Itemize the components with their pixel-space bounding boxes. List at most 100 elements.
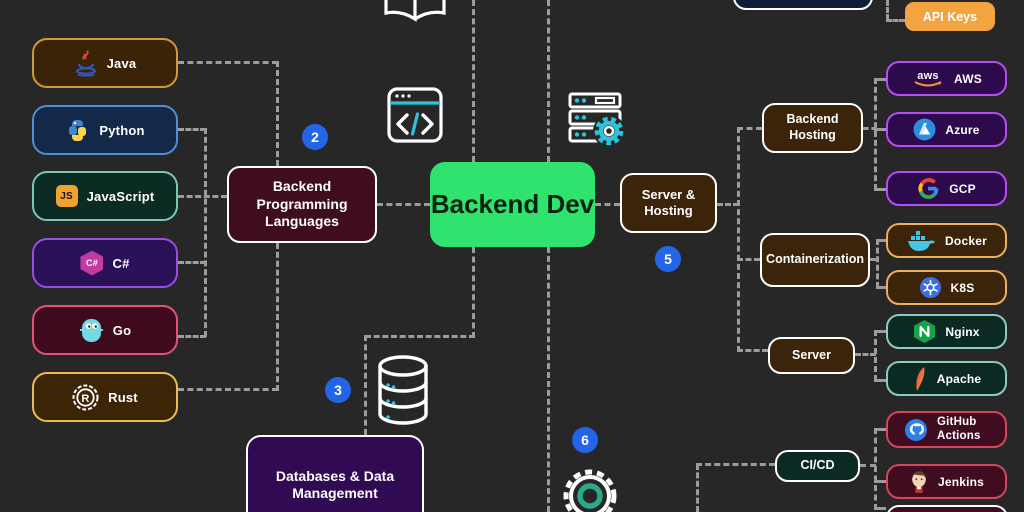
connector-line xyxy=(870,258,878,261)
step-marker-6: 6 xyxy=(572,427,598,453)
connector-line xyxy=(874,330,877,381)
code-editor-icon xyxy=(386,86,444,149)
connector-line xyxy=(276,243,279,391)
badge-gcp[interactable]: GCP xyxy=(886,171,1007,206)
connector-line xyxy=(860,464,876,467)
aws-icon: aws xyxy=(911,68,945,89)
connector-line xyxy=(874,78,877,190)
badge-label: GitHub Actions xyxy=(937,416,981,442)
badge-aws[interactable]: aws AWS xyxy=(886,61,1007,96)
gear-icon xyxy=(560,466,620,512)
node-partial-top[interactable] xyxy=(733,0,873,10)
badge-label: JavaScript xyxy=(86,188,155,204)
badge-label: AWS xyxy=(954,71,982,86)
node-server-and-hosting[interactable]: Server & Hosting xyxy=(620,173,717,233)
badge-apache[interactable]: Apache xyxy=(886,361,1007,396)
csharp-icon: C# xyxy=(80,250,104,276)
connector-line xyxy=(874,428,877,510)
connector-line xyxy=(874,480,886,483)
connector-line xyxy=(863,127,877,130)
connector-line xyxy=(178,195,227,198)
javascript-icon: JS xyxy=(55,185,78,207)
badge-label: Nginx xyxy=(945,324,980,339)
connector-line xyxy=(472,0,475,162)
server-rack-icon xyxy=(566,90,628,157)
node-backend-dev[interactable]: Backend Dev xyxy=(430,162,595,247)
node-backend-programming-languages[interactable]: Backend Programming Languages xyxy=(227,166,377,243)
connector-line xyxy=(876,239,879,288)
connector-line xyxy=(874,128,886,131)
connector-line xyxy=(737,127,762,130)
connector-line xyxy=(178,128,206,131)
connector-line xyxy=(737,127,740,352)
badge-partial-bottom[interactable] xyxy=(886,505,1008,512)
badge-github-actions[interactable]: GitHub Actions xyxy=(886,411,1007,448)
step-marker-2: 2 xyxy=(302,124,328,150)
connector-line xyxy=(178,335,206,338)
node-server[interactable]: Server xyxy=(768,337,855,374)
badge-label: GCP xyxy=(949,181,976,196)
step-marker-3: 3 xyxy=(325,377,351,403)
connector-line xyxy=(737,258,760,261)
connector-line xyxy=(876,286,886,289)
badge-label: Apache xyxy=(936,371,982,386)
connector-line xyxy=(737,349,768,352)
connector-line xyxy=(204,128,207,337)
badge-label: C# xyxy=(112,255,130,271)
badge-rust[interactable]: R Rust xyxy=(32,372,178,422)
badge-nginx[interactable]: Nginx xyxy=(886,314,1007,349)
connector-line xyxy=(874,330,886,333)
connector-line xyxy=(874,379,886,382)
connector-line xyxy=(178,61,278,64)
badge-label: Rust xyxy=(108,389,138,405)
badge-csharp[interactable]: C# C# xyxy=(32,238,178,288)
github-icon xyxy=(904,418,928,442)
connector-line xyxy=(547,0,550,162)
badge-azure[interactable]: Azure xyxy=(886,112,1007,147)
node-databases-and-data-management[interactable]: Databases & Data Management xyxy=(246,435,424,512)
gcp-icon xyxy=(917,177,940,200)
nginx-icon xyxy=(913,319,936,344)
badge-java[interactable]: Java xyxy=(32,38,178,88)
connector-line xyxy=(364,335,367,435)
badge-go[interactable]: Go xyxy=(32,305,178,355)
badge-k8s[interactable]: K8S xyxy=(886,270,1007,305)
book-icon xyxy=(382,0,448,32)
badge-label: Azure xyxy=(945,122,980,137)
connector-line xyxy=(874,507,886,510)
connector-line xyxy=(178,388,278,391)
connector-line xyxy=(178,261,206,264)
badge-api-keys[interactable]: API Keys xyxy=(905,2,995,31)
connector-line xyxy=(876,239,886,242)
badge-docker[interactable]: Docker xyxy=(886,223,1007,258)
docker-icon xyxy=(906,230,936,252)
connector-line xyxy=(886,0,889,20)
connector-line xyxy=(595,203,620,206)
connector-line xyxy=(696,463,775,466)
svg-text:R: R xyxy=(82,393,90,405)
connector-line xyxy=(276,61,279,166)
step-marker-5: 5 xyxy=(655,246,681,272)
badge-javascript[interactable]: JS JavaScript xyxy=(32,171,178,221)
connector-line xyxy=(377,203,430,206)
badge-python[interactable]: Python xyxy=(32,105,178,155)
rust-icon: R xyxy=(72,384,99,411)
badge-label: Docker xyxy=(945,233,987,248)
database-icon xyxy=(376,353,430,434)
connector-line xyxy=(472,247,475,338)
jenkins-icon xyxy=(909,469,929,494)
badge-label: K8S xyxy=(950,280,975,295)
badge-label: Go xyxy=(112,322,132,338)
connector-line xyxy=(886,19,905,22)
connector-line xyxy=(855,353,876,356)
node-containerization[interactable]: Containerization xyxy=(760,233,870,287)
node-cicd[interactable]: CI/CD xyxy=(775,450,860,482)
connector-line xyxy=(365,335,475,338)
go-icon xyxy=(79,317,104,344)
node-backend-hosting[interactable]: Backend Hosting xyxy=(762,103,863,153)
badge-jenkins[interactable]: Jenkins xyxy=(886,464,1007,499)
connector-line xyxy=(696,464,699,512)
svg-text:aws: aws xyxy=(917,70,938,82)
azure-icon xyxy=(913,118,936,141)
